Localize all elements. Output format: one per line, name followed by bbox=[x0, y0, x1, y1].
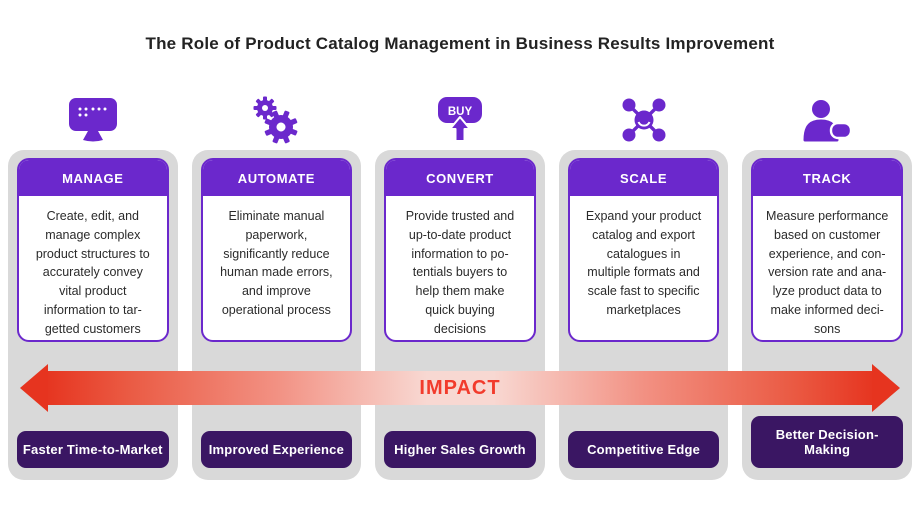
column-box: MANAGE Create, edit, and manage complex … bbox=[8, 150, 178, 480]
card-title: AUTOMATE bbox=[237, 171, 316, 186]
card-header: TRACK bbox=[753, 160, 901, 196]
card: SCALE Expand your product catalog and ex… bbox=[567, 158, 720, 342]
card-title: TRACK bbox=[802, 171, 852, 186]
card-title: MANAGE bbox=[62, 171, 124, 186]
impact-arrow: IMPACT bbox=[0, 364, 920, 412]
column-box: TRACK Measure performance based on custo… bbox=[742, 150, 912, 480]
columns-row: MANAGE Create, edit, and manage complex … bbox=[8, 90, 912, 480]
card-header: MANAGE bbox=[19, 160, 167, 196]
column-scale: SCALE Expand your product catalog and ex… bbox=[558, 90, 729, 480]
result-badge: Better Decision-Making bbox=[751, 416, 903, 468]
card-header: CONVERT bbox=[386, 160, 534, 196]
card-body: Provide trusted and up-to-date product i… bbox=[405, 209, 515, 336]
column-manage: MANAGE Create, edit, and manage complex … bbox=[8, 90, 178, 480]
card-header: SCALE bbox=[569, 160, 718, 196]
impact-arrow-band bbox=[44, 371, 876, 405]
impact-label: IMPACT bbox=[419, 376, 501, 399]
card-title: SCALE bbox=[620, 171, 668, 186]
card-body: Eliminate manual paperwork, significantl… bbox=[220, 209, 333, 317]
gears-icon bbox=[192, 90, 362, 150]
card: AUTOMATE Eliminate manual paperwork, sig… bbox=[200, 158, 353, 342]
monitor-icon bbox=[8, 90, 178, 150]
column-track: TRACK Measure performance based on custo… bbox=[742, 90, 912, 480]
person-icon bbox=[742, 90, 912, 150]
buy-icon-label: BUY bbox=[448, 106, 473, 118]
network-icon bbox=[559, 90, 729, 150]
column-box: AUTOMATE Eliminate manual paperwork, sig… bbox=[191, 150, 362, 480]
column-convert: BUY CONVERT Provide trusted and up-to-da… bbox=[375, 90, 545, 480]
column-box: CONVERT Provide trusted and up-to-date p… bbox=[375, 150, 545, 480]
arrow-left-head-icon bbox=[20, 364, 48, 412]
card: CONVERT Provide trusted and up-to-date p… bbox=[384, 158, 536, 342]
card: MANAGE Create, edit, and manage complex … bbox=[17, 158, 169, 342]
buy-button-icon: BUY bbox=[375, 90, 545, 150]
card: TRACK Measure performance based on custo… bbox=[751, 158, 903, 342]
card-body: Create, edit, and manage complex product… bbox=[35, 209, 150, 336]
result-badge: Faster Time-to-Market bbox=[17, 431, 169, 468]
result-badge: Higher Sales Growth bbox=[384, 431, 536, 468]
result-badge: Improved Experience bbox=[200, 431, 353, 468]
card-title: CONVERT bbox=[426, 171, 494, 186]
card-header: AUTOMATE bbox=[202, 160, 351, 196]
result-badge: Competitive Edge bbox=[567, 431, 720, 468]
column-box: SCALE Expand your product catalog and ex… bbox=[558, 150, 729, 480]
arrow-right-head-icon bbox=[872, 364, 900, 412]
column-automate: AUTOMATE Eliminate manual paperwork, sig… bbox=[191, 90, 362, 480]
page-title: The Role of Product Catalog Management i… bbox=[145, 34, 775, 53]
card-body: Measure performance based on customer ex… bbox=[766, 209, 889, 336]
card-body: Expand your product catalog and export c… bbox=[585, 209, 702, 317]
